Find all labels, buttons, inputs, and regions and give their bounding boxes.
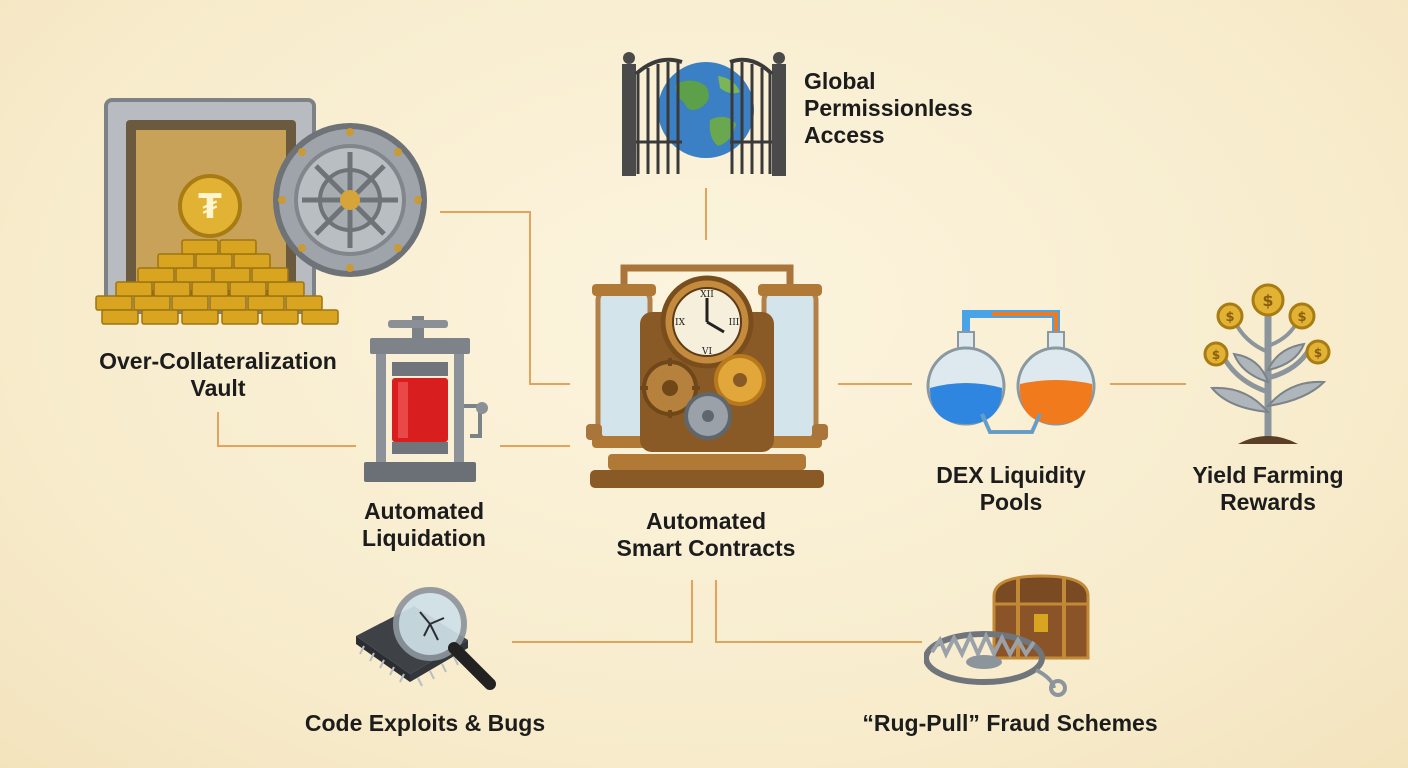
node-vault: ₮ [82, 96, 432, 336]
hydraulic-press-icon [364, 316, 488, 482]
svg-text:XII: XII [700, 290, 714, 300]
globe-gate-icon [622, 52, 786, 176]
steampunk-clockwork-machine-icon: XII III VI IX [586, 264, 828, 488]
label-global-access: Global Permissionless Access [804, 68, 973, 148]
node-exploits [350, 582, 506, 698]
svg-text:$: $ [1297, 310, 1306, 325]
label-yield: Yield Farming Rewards [1192, 462, 1344, 515]
label-vault: Over-Collateralization Vault [99, 348, 337, 401]
cracked-chip-magnifier-icon [356, 587, 496, 690]
svg-text:IX: IX [675, 318, 686, 328]
money-tree-icon: $ $ $ $ $ [1203, 283, 1331, 444]
bank-vault-icon: ₮ [95, 98, 427, 325]
label-liquidation: Automated Liquidation [362, 498, 486, 551]
node-smart-contracts: XII III VI IX [578, 248, 836, 496]
edge-center-rugpull [715, 580, 922, 643]
label-dex: DEX Liquidity Pools [936, 462, 1086, 515]
node-dex [926, 304, 1096, 444]
label-rugpull: “Rug-Pull” Fraud Schemes [862, 710, 1158, 736]
label-smart-contracts: Automated Smart Contracts [616, 508, 796, 561]
treasure-chest-trap-icon [924, 574, 1090, 697]
node-liquidation [358, 316, 492, 488]
connected-flasks-icon [926, 310, 1096, 434]
label-exploits: Code Exploits & Bugs [304, 710, 546, 736]
svg-text:$: $ [1262, 291, 1273, 310]
edge-center-exploits [512, 580, 693, 643]
svg-text:$: $ [1225, 310, 1234, 325]
edge-center-vault [440, 211, 570, 385]
node-rugpull [924, 574, 1096, 698]
node-global-access [614, 42, 794, 182]
node-yield: $ $ $ $ $ [1198, 282, 1338, 450]
edge-center-liquidation [217, 412, 356, 447]
svg-text:VI: VI [701, 347, 712, 357]
svg-text:₮: ₮ [198, 187, 222, 227]
svg-text:$: $ [1314, 346, 1322, 360]
svg-text:$: $ [1212, 348, 1220, 362]
svg-text:III: III [729, 318, 740, 328]
